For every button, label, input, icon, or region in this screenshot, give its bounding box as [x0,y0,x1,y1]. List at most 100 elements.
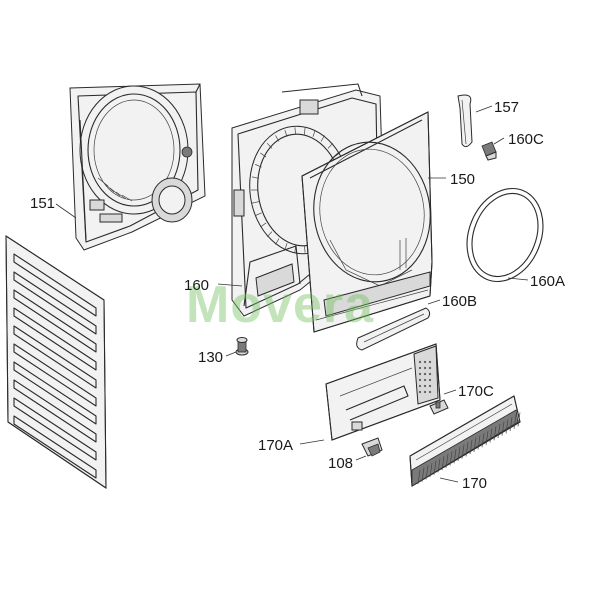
vent-dot [423,384,427,388]
side-panel-slat [13,397,97,461]
fascia-hatch-line [473,437,477,452]
vent-dot [423,360,427,364]
part-160B-strip [356,307,431,351]
part-170C-bracket [429,399,449,415]
vent-dot [428,390,432,394]
drum-fin [284,129,288,137]
drum-fin [255,164,262,168]
drum-fin [260,222,267,228]
vent-dot [423,366,427,370]
part-170A-control-base [325,343,441,441]
fascia-hatch-line [465,442,469,457]
fascia-hatch-line [513,414,517,429]
side-panel-slat [13,415,97,479]
fascia-hatch-line [445,453,449,468]
fascia-hatch-line [449,451,453,466]
drum-fin [312,129,316,137]
fascia-hatch-line [453,449,457,464]
callout-151: 151 [30,195,55,212]
drum-fin [275,135,280,142]
drum-fin [266,142,273,149]
fascia-hatch-line [469,440,473,455]
drum-fin [320,135,325,142]
vent-dot [423,378,427,382]
leader-lines [55,105,529,483]
drum-fin [284,243,288,251]
vent-dot [423,372,427,376]
fascia-hatch-line [517,412,521,427]
callout-150: 150 [450,171,475,188]
side-panel-slat [13,271,97,335]
fascia-hatch-line [417,469,421,485]
vent-dot [428,360,432,364]
vent-dot [418,372,422,376]
drum-fin [275,238,280,245]
side-panel-slat [13,253,97,317]
fascia-hatch-line [433,460,437,475]
callout-160: 160 [184,277,209,294]
drum-fin [327,142,334,149]
callout-130: 130 [198,349,223,366]
vent-dot [428,366,432,370]
fascia-hatch-line [477,435,481,450]
vent-dot [418,378,422,382]
watermark-text: Movera [186,276,374,334]
part-108-clip [361,437,383,457]
vent-dot [418,390,422,394]
drum-fin [304,127,306,135]
part-160C-clip-top [481,141,497,161]
fascia-hatch-line [501,421,505,436]
part-157-strip [457,94,473,148]
callout-170: 170 [462,475,487,492]
fascia-hatch-line [497,423,501,439]
drum-fin [294,127,296,135]
vent-dot [428,378,432,382]
side-panel-slat [13,379,97,443]
part-160A-door-seal [466,187,544,283]
callout-170A: 170A [258,437,293,454]
drum-fin [255,212,262,216]
fascia-hatch-line [425,465,429,480]
fascia-hatch-line [437,458,441,473]
fascia-hatch-line [441,456,445,471]
vent-dot [418,384,422,388]
side-panel-slat [13,343,97,407]
vent-dot [418,366,422,370]
part-170-fascia [409,395,521,487]
vent-dot [423,390,427,394]
callout-170C: 170C [458,383,494,400]
fascia-hatch-line [489,428,493,443]
fascia-hatch-line [481,433,485,448]
callout-160B: 160B [442,293,477,310]
callout-160C-top: 160C [508,131,544,148]
side-panel [5,235,107,489]
drum-fin [294,245,296,253]
drum-fin [251,201,259,204]
vent-dot [428,384,432,388]
part-151-rear-frame [69,83,206,251]
callout-labels: 151 157 160C 150 160 160A 160B 130 170C … [30,99,565,492]
fascia-hatch-line [509,417,513,432]
callout-160A: 160A [530,273,565,290]
side-panel-slat [13,361,97,425]
side-panel-slat [13,307,97,371]
part-150-front-panel [301,111,433,333]
fascia-hatch-line [429,463,433,478]
side-panel-slat [13,289,97,353]
callout-157: 157 [494,99,519,116]
vent-dot [428,372,432,376]
fascia-hatch-line [485,430,489,445]
fascia-hatch-line [505,419,509,434]
drum-fin [260,152,267,158]
drum-fin [304,245,306,253]
fascia-hatch-line [461,444,465,459]
part-130-foot [235,337,249,356]
drum-fin [266,231,273,238]
fascia-hatch-line [457,446,461,462]
vent-dot [418,360,422,364]
callout-108: 108 [328,455,353,472]
fascia-hatch-line [421,467,425,482]
fascia-hatch-line [493,426,497,441]
side-panel-slat [13,325,97,389]
